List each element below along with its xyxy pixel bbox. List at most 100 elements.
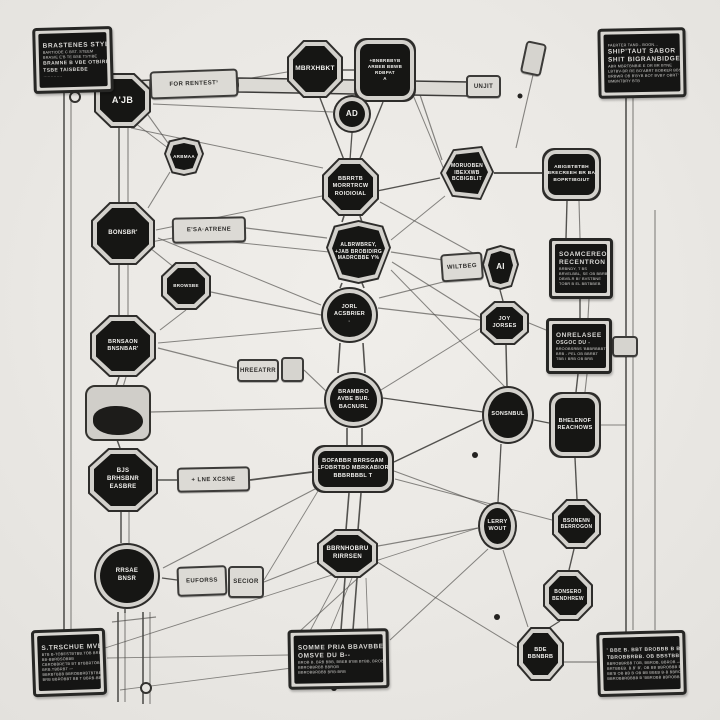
connector-line xyxy=(357,492,362,531)
connector-line xyxy=(309,577,339,632)
connector-line xyxy=(391,261,482,319)
tray-blob xyxy=(93,406,143,435)
node-label-line: BBNBRB xyxy=(527,654,554,660)
connector-line xyxy=(263,559,321,583)
board-text-line: BROOBSRBS 'BBBRBBBT xyxy=(556,346,606,351)
pill-tab-right xyxy=(612,336,638,357)
connector-line xyxy=(329,577,353,632)
connector-line xyxy=(377,527,479,547)
node-label-line: BHELENOF xyxy=(558,417,592,424)
pill-label: + LNE XCSNE xyxy=(191,476,236,483)
board-text-line: BBROBBRBBB BRB-BRB xyxy=(298,669,346,675)
node-label-line: ARBEB BBWB xyxy=(367,64,403,70)
node-label: BROWSBE xyxy=(167,268,205,304)
pill-unjit: UNJIT xyxy=(466,75,501,98)
node-label-line: BONSERO xyxy=(554,589,582,595)
connector-line xyxy=(115,376,120,387)
connector-line xyxy=(299,577,359,632)
node-label-line: BJS xyxy=(116,468,130,475)
connector-line xyxy=(390,269,506,388)
node-label-line: RRSAE xyxy=(115,568,139,575)
connector-line xyxy=(502,549,529,628)
board-text-line: SOAMCEREOR xyxy=(559,251,607,258)
connector-line xyxy=(245,227,328,239)
connector-line xyxy=(249,471,313,481)
connector-line xyxy=(565,200,568,239)
connector-line xyxy=(365,577,369,632)
board-text-line: BRB BBROBBT BB T BBRB-BB BBCTB xyxy=(42,675,101,682)
connector-line xyxy=(393,419,483,463)
node-label-line: EASBRE xyxy=(109,483,137,490)
node-label-line: ROIOIOIAL xyxy=(334,190,367,197)
connector-line xyxy=(380,327,482,391)
board-text-line: DBVB-R BI' BVSTBNE xyxy=(559,277,602,281)
connector-line xyxy=(515,74,534,149)
connector-line xyxy=(340,577,346,631)
connector-line xyxy=(389,548,489,641)
ring-connector xyxy=(140,682,152,694)
connector-line xyxy=(147,114,169,144)
node-label-line: RIRRSEN xyxy=(332,553,363,560)
connector-line xyxy=(319,97,345,161)
connector-line xyxy=(147,171,171,209)
node-label-line: BRECREEH BR BA xyxy=(548,171,595,177)
dot-connector xyxy=(494,614,500,620)
node-label-line: LERRY xyxy=(487,518,508,525)
connector-line xyxy=(505,344,508,387)
connector-line xyxy=(382,397,484,413)
connector-line xyxy=(377,307,481,321)
connector-line xyxy=(578,200,581,239)
connector-line xyxy=(303,369,328,393)
pill-label: SECIOR xyxy=(233,579,259,585)
board-bottom-middle: SOMME PRIA BBAVBBEL BRSOBBBOMSVE DU B--B… xyxy=(287,628,390,690)
node-label: ARBMAA xyxy=(170,143,198,170)
node-label-line: BRNSAON xyxy=(108,338,138,345)
connector-line xyxy=(575,373,579,393)
node-label-line: BACNURL xyxy=(338,403,369,410)
connector-line xyxy=(390,195,446,241)
node-label-line: BRHSBNR xyxy=(106,476,140,483)
connector-line xyxy=(362,342,366,374)
pill-label: UNJIT xyxy=(473,83,494,90)
connector-line xyxy=(584,373,588,393)
node-label-line: ACSBRIER xyxy=(333,311,366,318)
connector-line xyxy=(104,527,479,649)
node-label-line: · xyxy=(348,318,351,325)
node-label-line: +JAB BROBIDIRG xyxy=(334,248,383,255)
board-text-line: OMSVE DU B-- xyxy=(297,651,351,660)
connector-line xyxy=(152,103,334,113)
connector-line xyxy=(339,282,343,289)
connector-line xyxy=(345,492,350,531)
node-label: AI xyxy=(488,251,513,284)
board-text-line: BRVELBBL, SE OB BBRBOT xyxy=(559,272,607,276)
pill-hreeatrr: HREEATRR xyxy=(237,359,279,382)
node-arbmaa: ARBMAA xyxy=(164,137,204,176)
node-label-line: ARBMAA xyxy=(173,153,195,159)
board-text-line: SHIT BIGRANBIDGES xyxy=(607,55,681,64)
node-label-line: LFOBRTBO MBRKABIOR xyxy=(318,465,388,472)
pill-lne-xcsne: + LNE XCSNE xyxy=(176,466,251,493)
board-text-line: BMBNTBRY BTB xyxy=(608,79,641,84)
connector-line xyxy=(149,407,327,413)
connector-line xyxy=(157,237,322,306)
connector-line xyxy=(393,470,493,508)
